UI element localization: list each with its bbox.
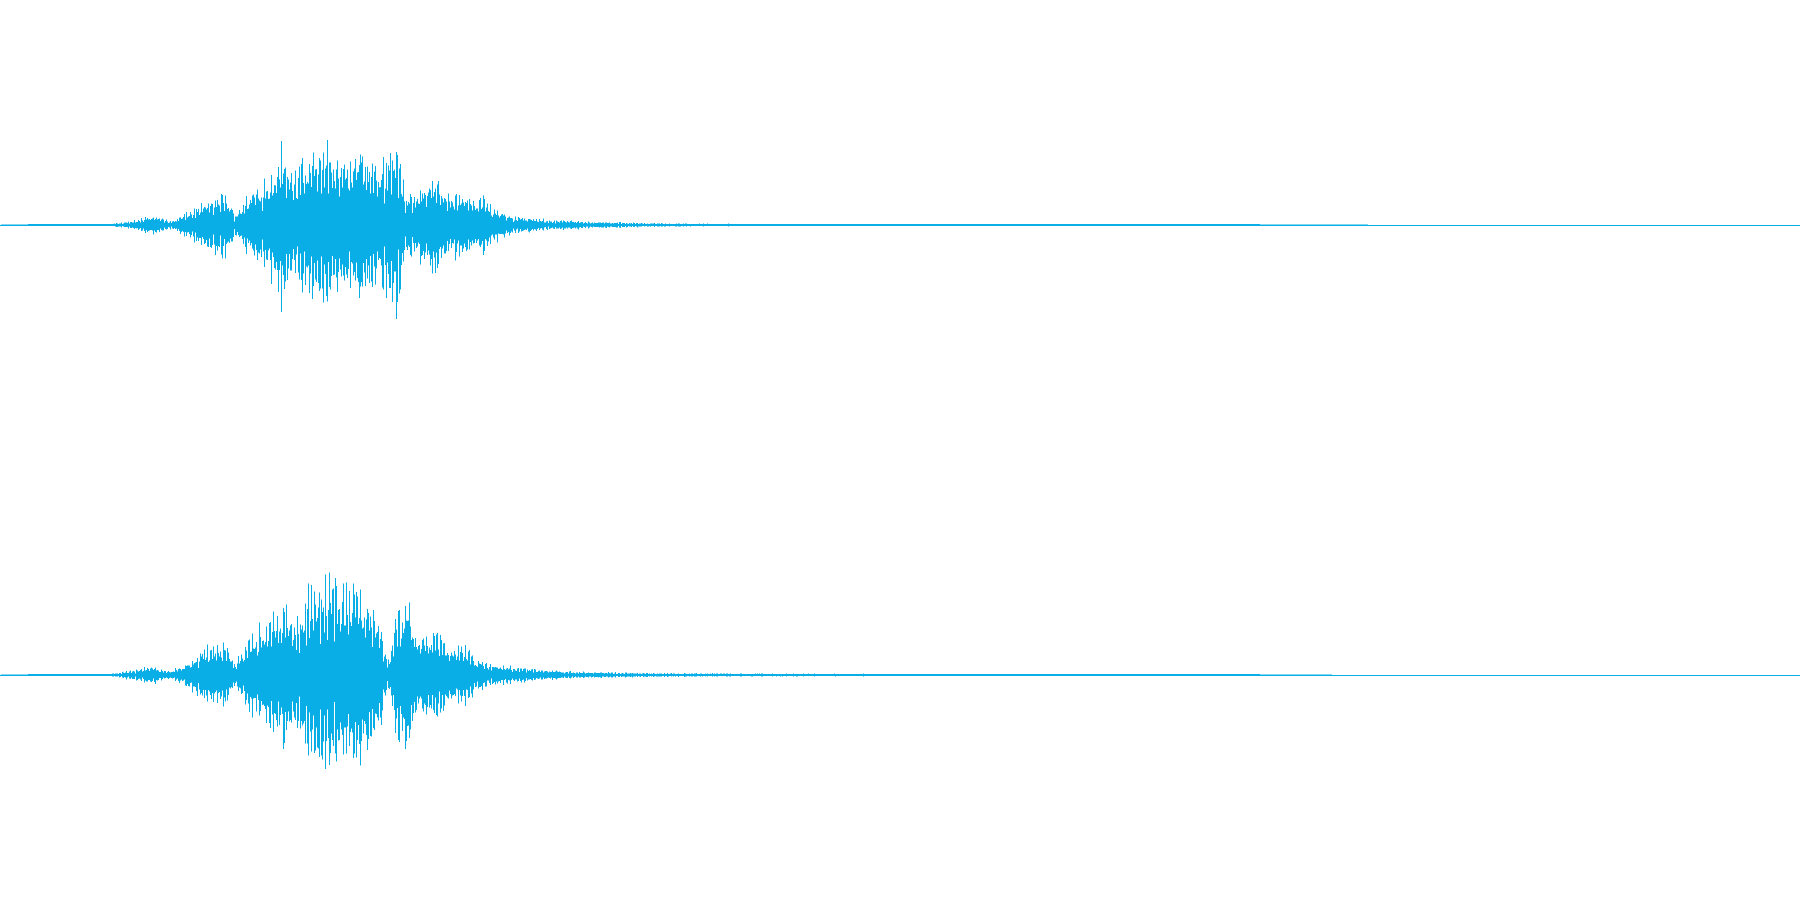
waveform-signal xyxy=(1,572,1332,769)
waveform-channel-1 xyxy=(0,140,1800,320)
waveform-channel-2 xyxy=(0,572,1800,769)
waveform-signal xyxy=(1,140,1368,320)
